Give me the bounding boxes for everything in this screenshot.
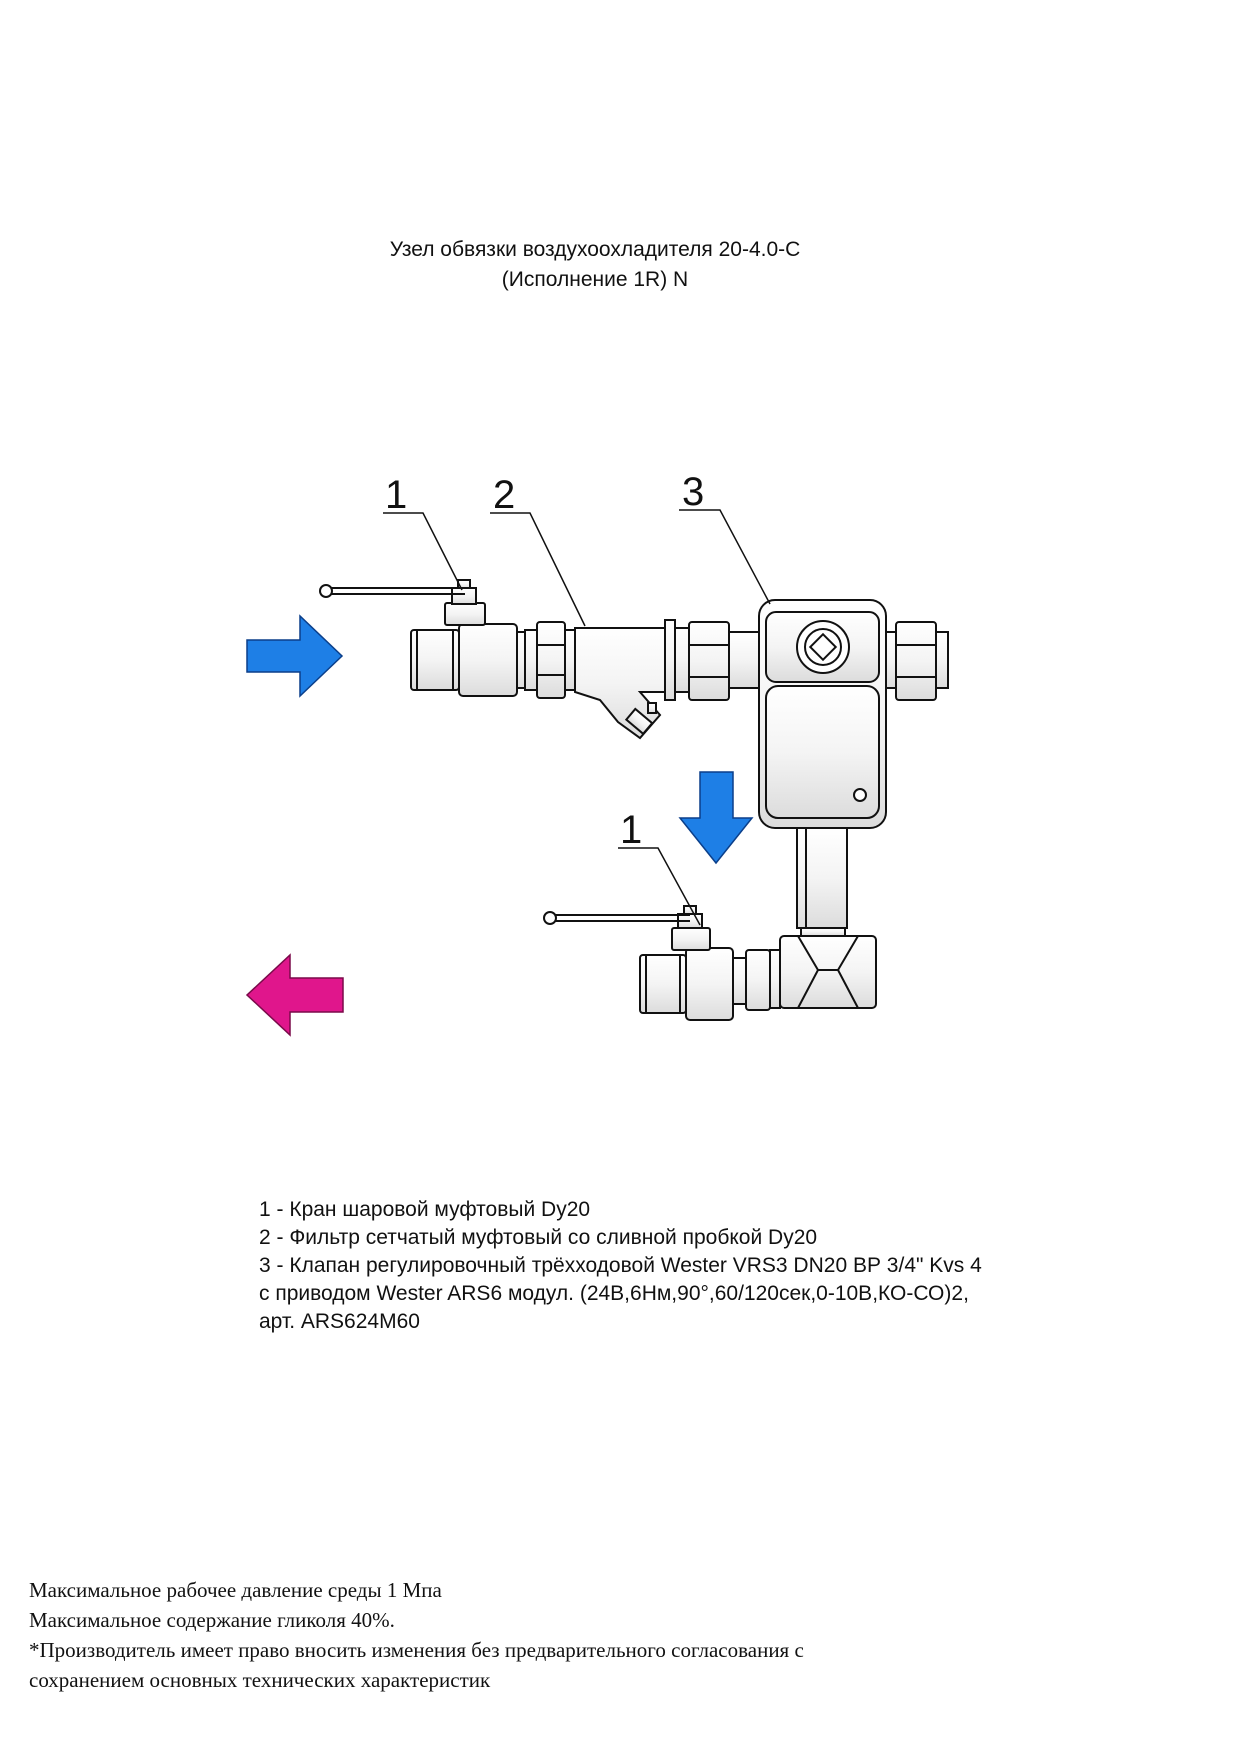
legend-item: 2 - Фильтр сетчатый муфтовый со сливной …	[259, 1226, 818, 1249]
note-line: Максимальное рабочее давление среды 1 Мп…	[29, 1578, 442, 1602]
parts-legend: 1 - Кран шаровой муфтовый Dy20 2 - Фильт…	[259, 1196, 1159, 1336]
three-way-valve	[758, 599, 949, 829]
legend-item: с приводом Wester ARS6 модул. (24В,6Нм,9…	[259, 1282, 969, 1305]
strainer-filter	[574, 619, 690, 740]
note-line: *Производитель имеет право вносить измен…	[29, 1638, 804, 1662]
diagram-title: Узел обвязки воздухоохладителя 20-4.0-С	[389, 238, 801, 261]
union-nut-3	[732, 949, 771, 1011]
callout-leaders	[383, 509, 771, 926]
tee-fitting	[769, 935, 877, 1009]
lower-pipeline	[543, 905, 877, 1021]
ball-valve-bottom	[543, 905, 734, 1021]
outlet-arrow	[245, 953, 344, 1037]
callout-label-1-top: 1	[385, 473, 407, 517]
vertical-pipe	[796, 827, 848, 937]
down-arrow	[678, 771, 754, 865]
union-nut-2	[688, 621, 760, 701]
callout-label-2: 2	[493, 473, 515, 517]
note-line: сохранением основных технических характе…	[29, 1668, 491, 1692]
technical-notes: Максимальное рабочее давление среды 1 Мп…	[29, 1575, 1209, 1695]
callout-label-1-bottom: 1	[620, 808, 642, 852]
inlet-arrow	[246, 614, 344, 698]
note-line: Максимальное содержание гликоля 40%.	[29, 1608, 395, 1632]
ball-valve-top	[319, 579, 526, 697]
diagram-subtitle: (Исполнение 1R) N	[501, 268, 689, 291]
legend-item: 1 - Кран шаровой муфтовый Dy20	[259, 1198, 591, 1221]
upper-pipeline	[319, 579, 949, 937]
callout-label-3: 3	[682, 470, 704, 514]
union-nut-1	[524, 621, 576, 699]
legend-item: арт. ARS624M60	[259, 1310, 420, 1333]
legend-item: 3 - Клапан регулировочный трёхходовой We…	[259, 1254, 982, 1277]
